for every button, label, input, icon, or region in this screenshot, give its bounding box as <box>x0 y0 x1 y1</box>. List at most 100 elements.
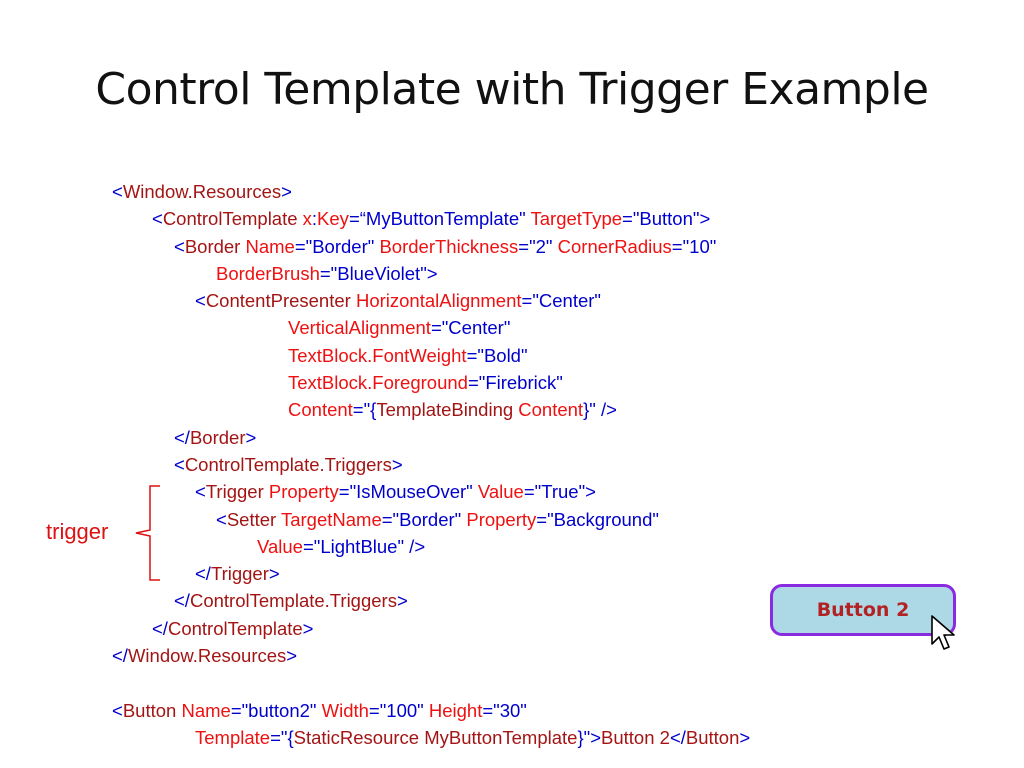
code-token: </ <box>174 590 190 612</box>
code-token: </ <box>174 426 190 448</box>
code-token: Height <box>428 699 483 721</box>
code-token: Button <box>685 726 740 748</box>
code-token: TemplateBinding <box>376 399 519 421</box>
code-token: </ <box>112 645 128 667</box>
mouse-cursor-icon <box>931 615 955 650</box>
code-token: HorizontalAlignment <box>355 290 522 312</box>
code-token: TextBlock.Foreground <box>288 372 468 394</box>
code-line: TextBlock.FontWeight="Bold" <box>112 342 750 369</box>
code-token: ="{ <box>270 726 294 748</box>
code-token: Value <box>477 481 524 503</box>
code-token: }" /> <box>583 399 617 421</box>
code-token: < <box>174 453 185 475</box>
code-token: < <box>112 181 123 202</box>
code-line: <Setter TargetName="Border" Property="Ba… <box>112 506 750 533</box>
code-token: Key <box>317 208 349 230</box>
code-line: <Button Name="button2" Width="100" Heigh… <box>112 697 750 724</box>
code-token: Value <box>257 535 303 557</box>
code-line: <Trigger Property="IsMouseOver" Value="T… <box>112 478 750 505</box>
code-token: ="button2" <box>230 699 322 721</box>
demo-button-2[interactable]: Button 2 <box>770 584 956 636</box>
code-token: ="Button"> <box>622 208 711 230</box>
code-line: </Window.Resources> <box>112 642 750 669</box>
code-token: ="{ <box>352 399 377 421</box>
code-token: > <box>396 590 408 612</box>
code-token: BorderThickness <box>379 235 519 257</box>
code-line: <Border Name="Border" BorderThickness="2… <box>112 233 750 260</box>
code-token: ="IsMouseOver" <box>338 481 478 503</box>
code-line: <ControlTemplate x:Key=“MyButtonTemplate… <box>112 205 750 232</box>
code-token: ="Center" <box>430 317 511 339</box>
code-token: VerticalAlignment <box>288 317 431 339</box>
code-token: ="Bold" <box>466 344 528 366</box>
code-token: BorderBrush <box>216 262 320 284</box>
code-token: ="30" <box>482 699 527 721</box>
code-token: </ <box>195 563 211 585</box>
code-token: x <box>302 208 312 230</box>
code-token: < <box>174 235 185 257</box>
code-token: < <box>112 699 123 721</box>
code-token: Content <box>288 399 353 421</box>
code-token: ControlTemplate.Triggers <box>189 590 397 612</box>
code-token: < <box>195 290 206 312</box>
code-line: Content="{TemplateBinding Content}" /> <box>112 396 750 423</box>
code-token: ="Border" <box>294 235 380 257</box>
code-token: Property <box>466 508 537 530</box>
code-line: Template="{StaticResource MyButtonTempla… <box>112 724 750 751</box>
code-token: ContentPresenter <box>205 290 356 312</box>
code-token: Width <box>321 699 369 721</box>
code-token: > <box>302 617 314 639</box>
code-token: ControlTemplate <box>162 208 303 230</box>
code-token: ="Center" <box>521 290 601 312</box>
code-token: Border <box>189 426 246 448</box>
code-token: Setter <box>226 508 281 530</box>
code-line: <ContentPresenter HorizontalAlignment="C… <box>112 287 750 314</box>
code-token: ="BlueViolet"> <box>319 262 438 284</box>
code-token: ="Firebrick" <box>467 372 563 394</box>
code-line: </Trigger> <box>112 560 750 587</box>
code-token: }"> <box>577 726 602 748</box>
code-token: StaticResource <box>293 726 425 748</box>
slide-title: Control Template with Trigger Example <box>95 64 929 115</box>
code-token: Window.Resources <box>122 181 282 202</box>
code-token: </ <box>669 726 686 748</box>
code-token: ="Border" <box>381 508 467 530</box>
code-token: ControlTemplate.Triggers <box>184 453 392 475</box>
code-token: < <box>216 508 227 530</box>
code-token: ="Background" <box>536 508 659 530</box>
code-token: Name <box>181 699 231 721</box>
code-token: Button <box>122 699 182 721</box>
code-token: < <box>152 208 163 230</box>
code-line: VerticalAlignment="Center" <box>112 314 750 341</box>
code-token: TargetType <box>530 208 623 230</box>
code-token: ControlTemplate <box>167 617 303 639</box>
code-line: </ControlTemplate.Triggers> <box>112 587 750 614</box>
code-line: Value="LightBlue" /> <box>112 533 750 560</box>
code-token: CornerRadius <box>557 235 672 257</box>
code-line: <Window.Resources> <box>112 178 750 205</box>
code-token: Template <box>195 726 271 748</box>
code-line: BorderBrush="BlueViolet"> <box>112 260 750 287</box>
code-token: TargetName <box>280 508 382 530</box>
code-line: </Border> <box>112 424 750 451</box>
code-token: ="LightBlue" /> <box>302 535 426 557</box>
code-token: </ <box>152 617 168 639</box>
code-token: > <box>739 726 751 748</box>
code-line <box>112 669 750 696</box>
code-token: ="True"> <box>523 481 596 503</box>
code-token: MyButtonTemplate <box>424 726 578 748</box>
code-token: Property <box>268 481 339 503</box>
code-line: </ControlTemplate> <box>112 615 750 642</box>
code-token: > <box>286 645 298 667</box>
code-token: ="100" <box>368 699 429 721</box>
code-token: < <box>195 481 206 503</box>
code-line: TextBlock.Foreground="Firebrick" <box>112 369 750 396</box>
code-token: : <box>311 208 318 230</box>
code-line: <ControlTemplate.Triggers> <box>112 451 750 478</box>
code-token: ="10" <box>671 235 717 257</box>
code-token: Border <box>184 235 246 257</box>
code-token: Window.Resources <box>127 645 287 667</box>
code-token: > <box>391 453 403 475</box>
code-token: Content <box>518 399 584 421</box>
code-block: <Window.Resources><ControlTemplate x:Key… <box>112 178 750 751</box>
